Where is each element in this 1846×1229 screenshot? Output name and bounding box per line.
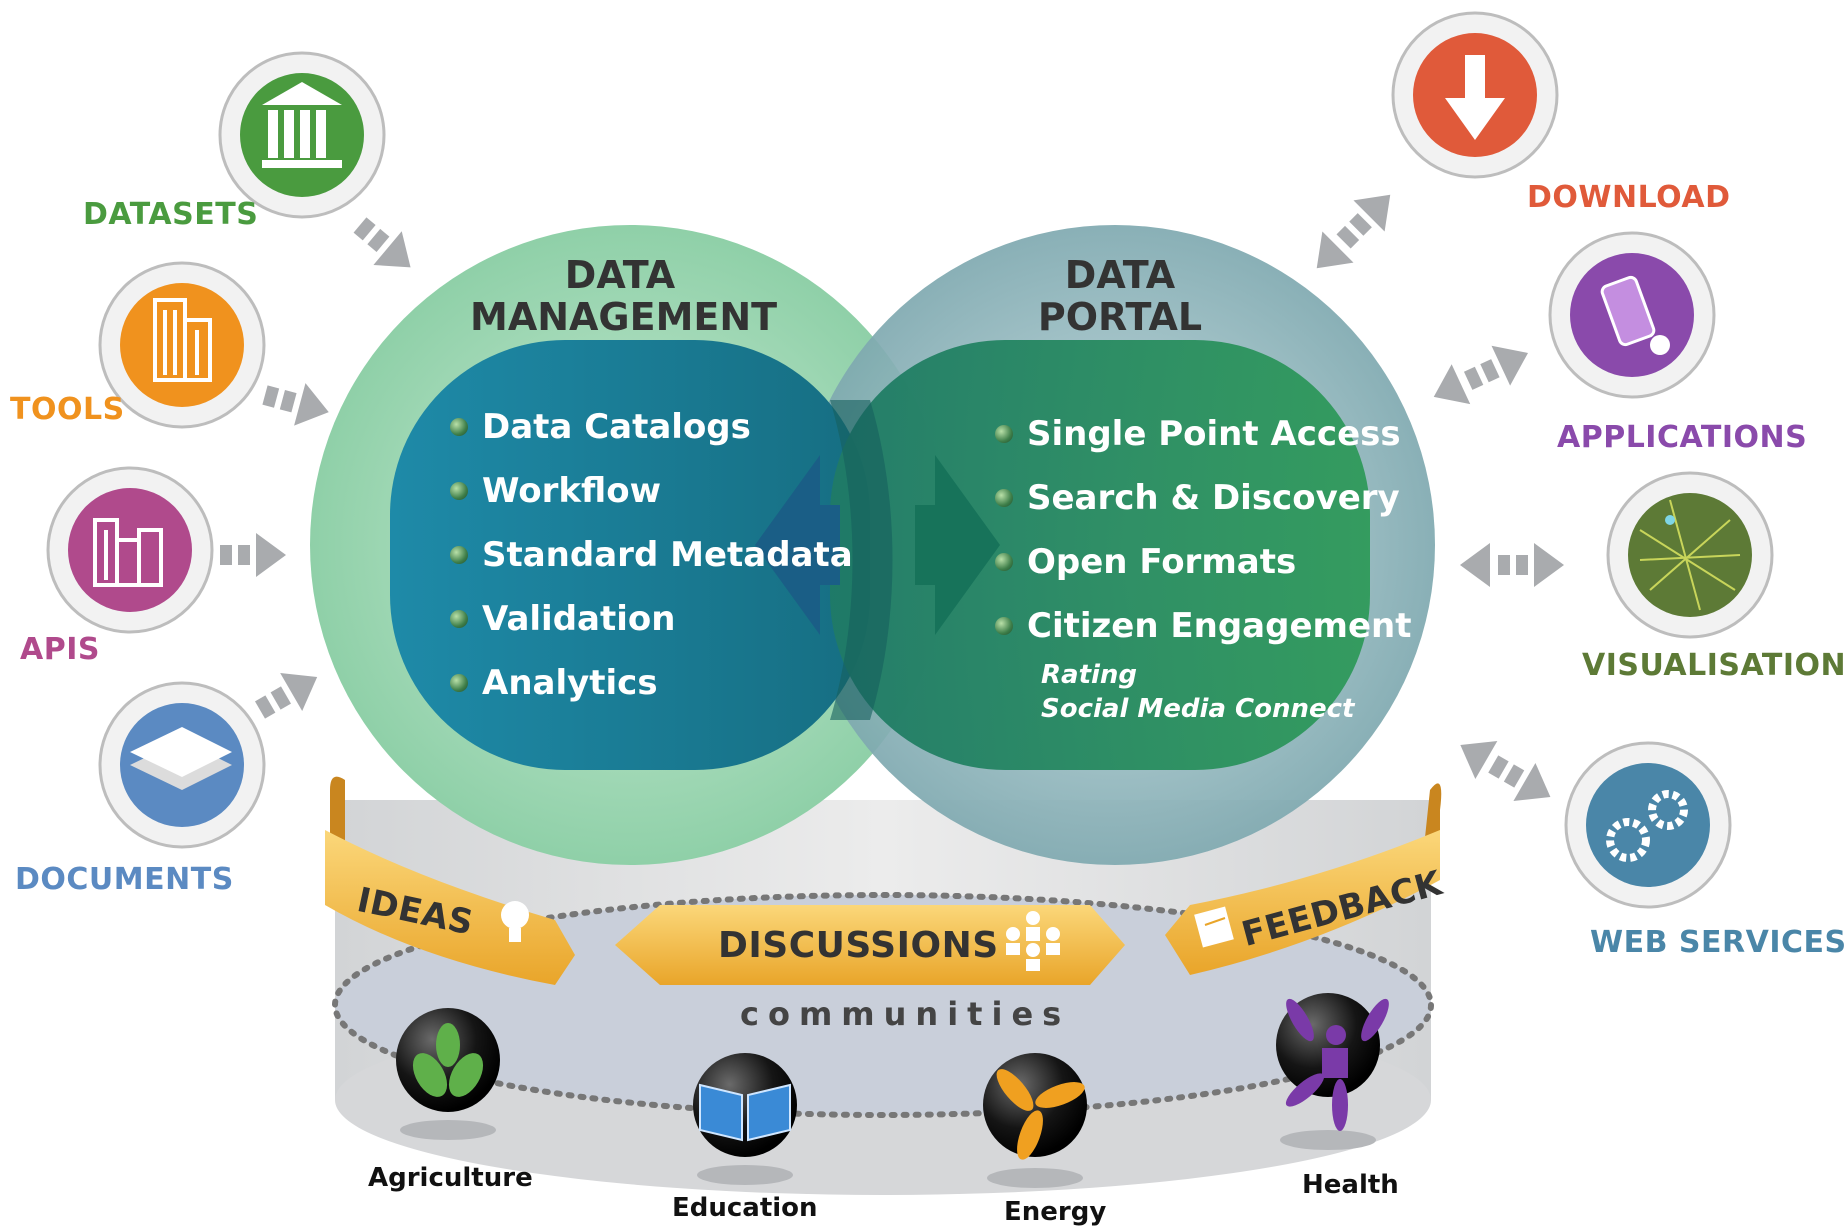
list-item-label: Analytics (482, 663, 658, 703)
list-item: Workflow (450, 471, 661, 511)
tools-label: TOOLS (10, 392, 125, 427)
download-node (1391, 11, 1559, 179)
data-management-title-line2: MANAGEMENT (470, 295, 778, 339)
web-services-arrow (1460, 740, 1551, 802)
web-services-label: WEB SERVICES (1590, 925, 1846, 960)
people-group-icon (1006, 911, 1060, 971)
data-management-title-line1: DATA (564, 253, 676, 297)
health-community (1276, 993, 1389, 1150)
feedback-note-icon (1194, 906, 1234, 948)
data-management-list: Data Catalogs Workflow Standard Metadata… (450, 407, 870, 727)
list-item-label: Standard Metadata (482, 535, 853, 575)
sub-item-social-media: Social Media Connect (1041, 694, 1355, 724)
leaves-icon (412, 1023, 484, 1097)
applications-arrow (1433, 345, 1529, 405)
open-book-icon (699, 1083, 791, 1142)
agriculture-label: Agriculture (368, 1163, 533, 1193)
discussions-label: DISCUSSIONS (718, 925, 999, 966)
visualisations-label: VISUALISATIONS (1582, 648, 1846, 683)
documents-label: DOCUMENTS (15, 862, 234, 897)
download-arrow-icon (1445, 55, 1505, 140)
gears-icon (1606, 790, 1688, 862)
energy-community (983, 1053, 1087, 1188)
building-columns-icon (262, 82, 342, 168)
list-item-label: Validation (482, 599, 676, 639)
data-portal-title: DATA PORTAL (1010, 254, 1230, 338)
wind-turbine-icon (996, 1069, 1085, 1160)
list-item: Search & Discovery (995, 478, 1400, 518)
apis-node (46, 466, 214, 634)
applications-label: APPLICATIONS (1557, 420, 1808, 455)
list-item: Data Catalogs (450, 407, 751, 447)
apis-arrow (220, 533, 286, 577)
list-item: Open Formats (995, 542, 1296, 582)
visualisations-node (1606, 471, 1774, 639)
stacked-pages-icon (130, 727, 232, 790)
list-item: Single Point Access (995, 414, 1401, 454)
sub-item-rating: Rating (1041, 660, 1138, 690)
visualisations-arrow (1460, 543, 1564, 587)
lightbulb-icon (501, 901, 529, 942)
person-figure-icon (1285, 998, 1389, 1131)
tools-arrow (262, 383, 329, 426)
data-portal-list: Single Point Access Search & Discovery O… (995, 414, 1411, 734)
list-item-label: Single Point Access (1027, 414, 1401, 454)
data-portal-title-line2: PORTAL (1037, 295, 1203, 339)
list-item: Analytics (450, 663, 658, 703)
exchange-arrows (755, 455, 1000, 635)
agriculture-community (396, 1008, 500, 1140)
tools-node (98, 261, 266, 429)
skyscraper-icon (153, 298, 212, 382)
data-portal-panel (830, 340, 1370, 770)
datasets-node (218, 51, 386, 219)
health-label: Health (1302, 1170, 1399, 1200)
list-item-label: Workflow (482, 471, 661, 511)
city-buildings-icon (93, 518, 163, 587)
data-portal-title-line1: DATA (1064, 253, 1176, 297)
documents-arrow (255, 672, 318, 719)
documents-node (98, 681, 266, 849)
engagement-ribbon (325, 776, 1442, 985)
education-label: Education (672, 1193, 818, 1223)
network-map-icon (1639, 499, 1741, 611)
list-item-label: Search & Discovery (1027, 478, 1400, 518)
education-community (693, 1053, 797, 1185)
download-label: DOWNLOAD (1527, 180, 1731, 215)
connector-arrows (220, 194, 1564, 802)
data-management-panel (390, 340, 870, 770)
web-services-node (1564, 741, 1732, 909)
list-item: Citizen Engagement (995, 606, 1411, 646)
energy-label: Energy (1004, 1197, 1107, 1227)
data-management-title: DATA MANAGEMENT (470, 253, 778, 339)
list-item: Validation (450, 599, 675, 639)
download-arrow (1316, 194, 1391, 269)
communities-title: communities (740, 995, 1071, 1033)
applications-node (1548, 231, 1716, 399)
apis-label: APIS (20, 632, 100, 667)
list-item-label: Data Catalogs (482, 407, 751, 447)
list-item: Standard Metadata (450, 535, 853, 575)
mobile-touch-icon (1600, 275, 1670, 355)
list-item-label: Citizen Engagement (1027, 606, 1412, 646)
list-item-label: Open Formats (1027, 542, 1297, 582)
datasets-arrow (353, 217, 411, 268)
datasets-label: DATASETS (83, 197, 259, 232)
